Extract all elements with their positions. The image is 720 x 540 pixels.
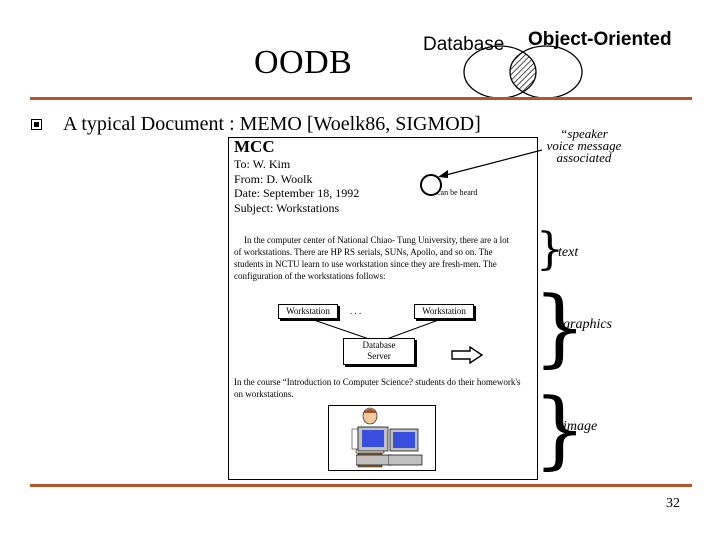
speaker-annotation-line3: associated <box>556 150 612 165</box>
computer-icon-2 <box>388 428 423 466</box>
venn-label-object-oriented: Object-Oriented <box>528 29 672 50</box>
speaker-icon <box>420 174 442 196</box>
venn-diagram-icon <box>463 45 583 99</box>
page-number: 32 <box>666 496 680 511</box>
memo-document <box>228 137 538 480</box>
memo-header: To: W. Kim From: D. Woolk Date: Septembe… <box>234 157 359 215</box>
workstation-node-right: Workstation <box>414 304 474 319</box>
db-server-line2: Server <box>367 351 391 361</box>
bullet-icon <box>31 119 42 130</box>
speaker-pointer-arrow <box>438 149 543 178</box>
network-lines <box>307 317 445 341</box>
image-frame <box>328 405 436 471</box>
computer-icon <box>356 426 393 466</box>
database-server-node: Database Server <box>343 338 415 365</box>
speaker-annotation: “speaker voice message associated <box>538 126 630 165</box>
memo-title: MCC <box>234 137 275 156</box>
speaker-caption: can be heard <box>437 188 478 197</box>
memo-to: To: W. Kim <box>234 157 291 171</box>
slide-title: OODB <box>254 44 353 81</box>
top-divider <box>30 97 692 100</box>
label-text: text <box>558 245 579 260</box>
arrow-right-icon <box>451 346 484 364</box>
bottom-divider <box>30 484 692 487</box>
slide-heading: A typical Document : MEMO [Woelk86, SIGM… <box>63 113 481 135</box>
speaker-annotation-line2: voice message <box>546 138 622 153</box>
venn-label-database: Database <box>423 34 505 55</box>
speaker-annotation-line1: “speaker <box>560 126 608 141</box>
course-text: In the course “Introduction to Computer … <box>234 377 521 399</box>
brace-image: } <box>533 380 587 478</box>
brace-graphics: } <box>533 278 587 376</box>
ellipsis: . . . <box>350 306 362 316</box>
memo-subject: Subject: Workstations <box>234 200 340 215</box>
memo-paragraph: In the computer center of National Chiao… <box>234 235 510 281</box>
memo-date: Date: September 18, 1992 <box>234 186 360 200</box>
workstation-node-left: Workstation <box>278 304 338 319</box>
label-image: image <box>563 419 598 434</box>
memo-from: From: D. Woolk <box>234 171 313 186</box>
db-server-line1: Database <box>362 340 396 350</box>
label-graphics: graphics <box>563 317 612 332</box>
brace-text: } <box>536 224 564 275</box>
